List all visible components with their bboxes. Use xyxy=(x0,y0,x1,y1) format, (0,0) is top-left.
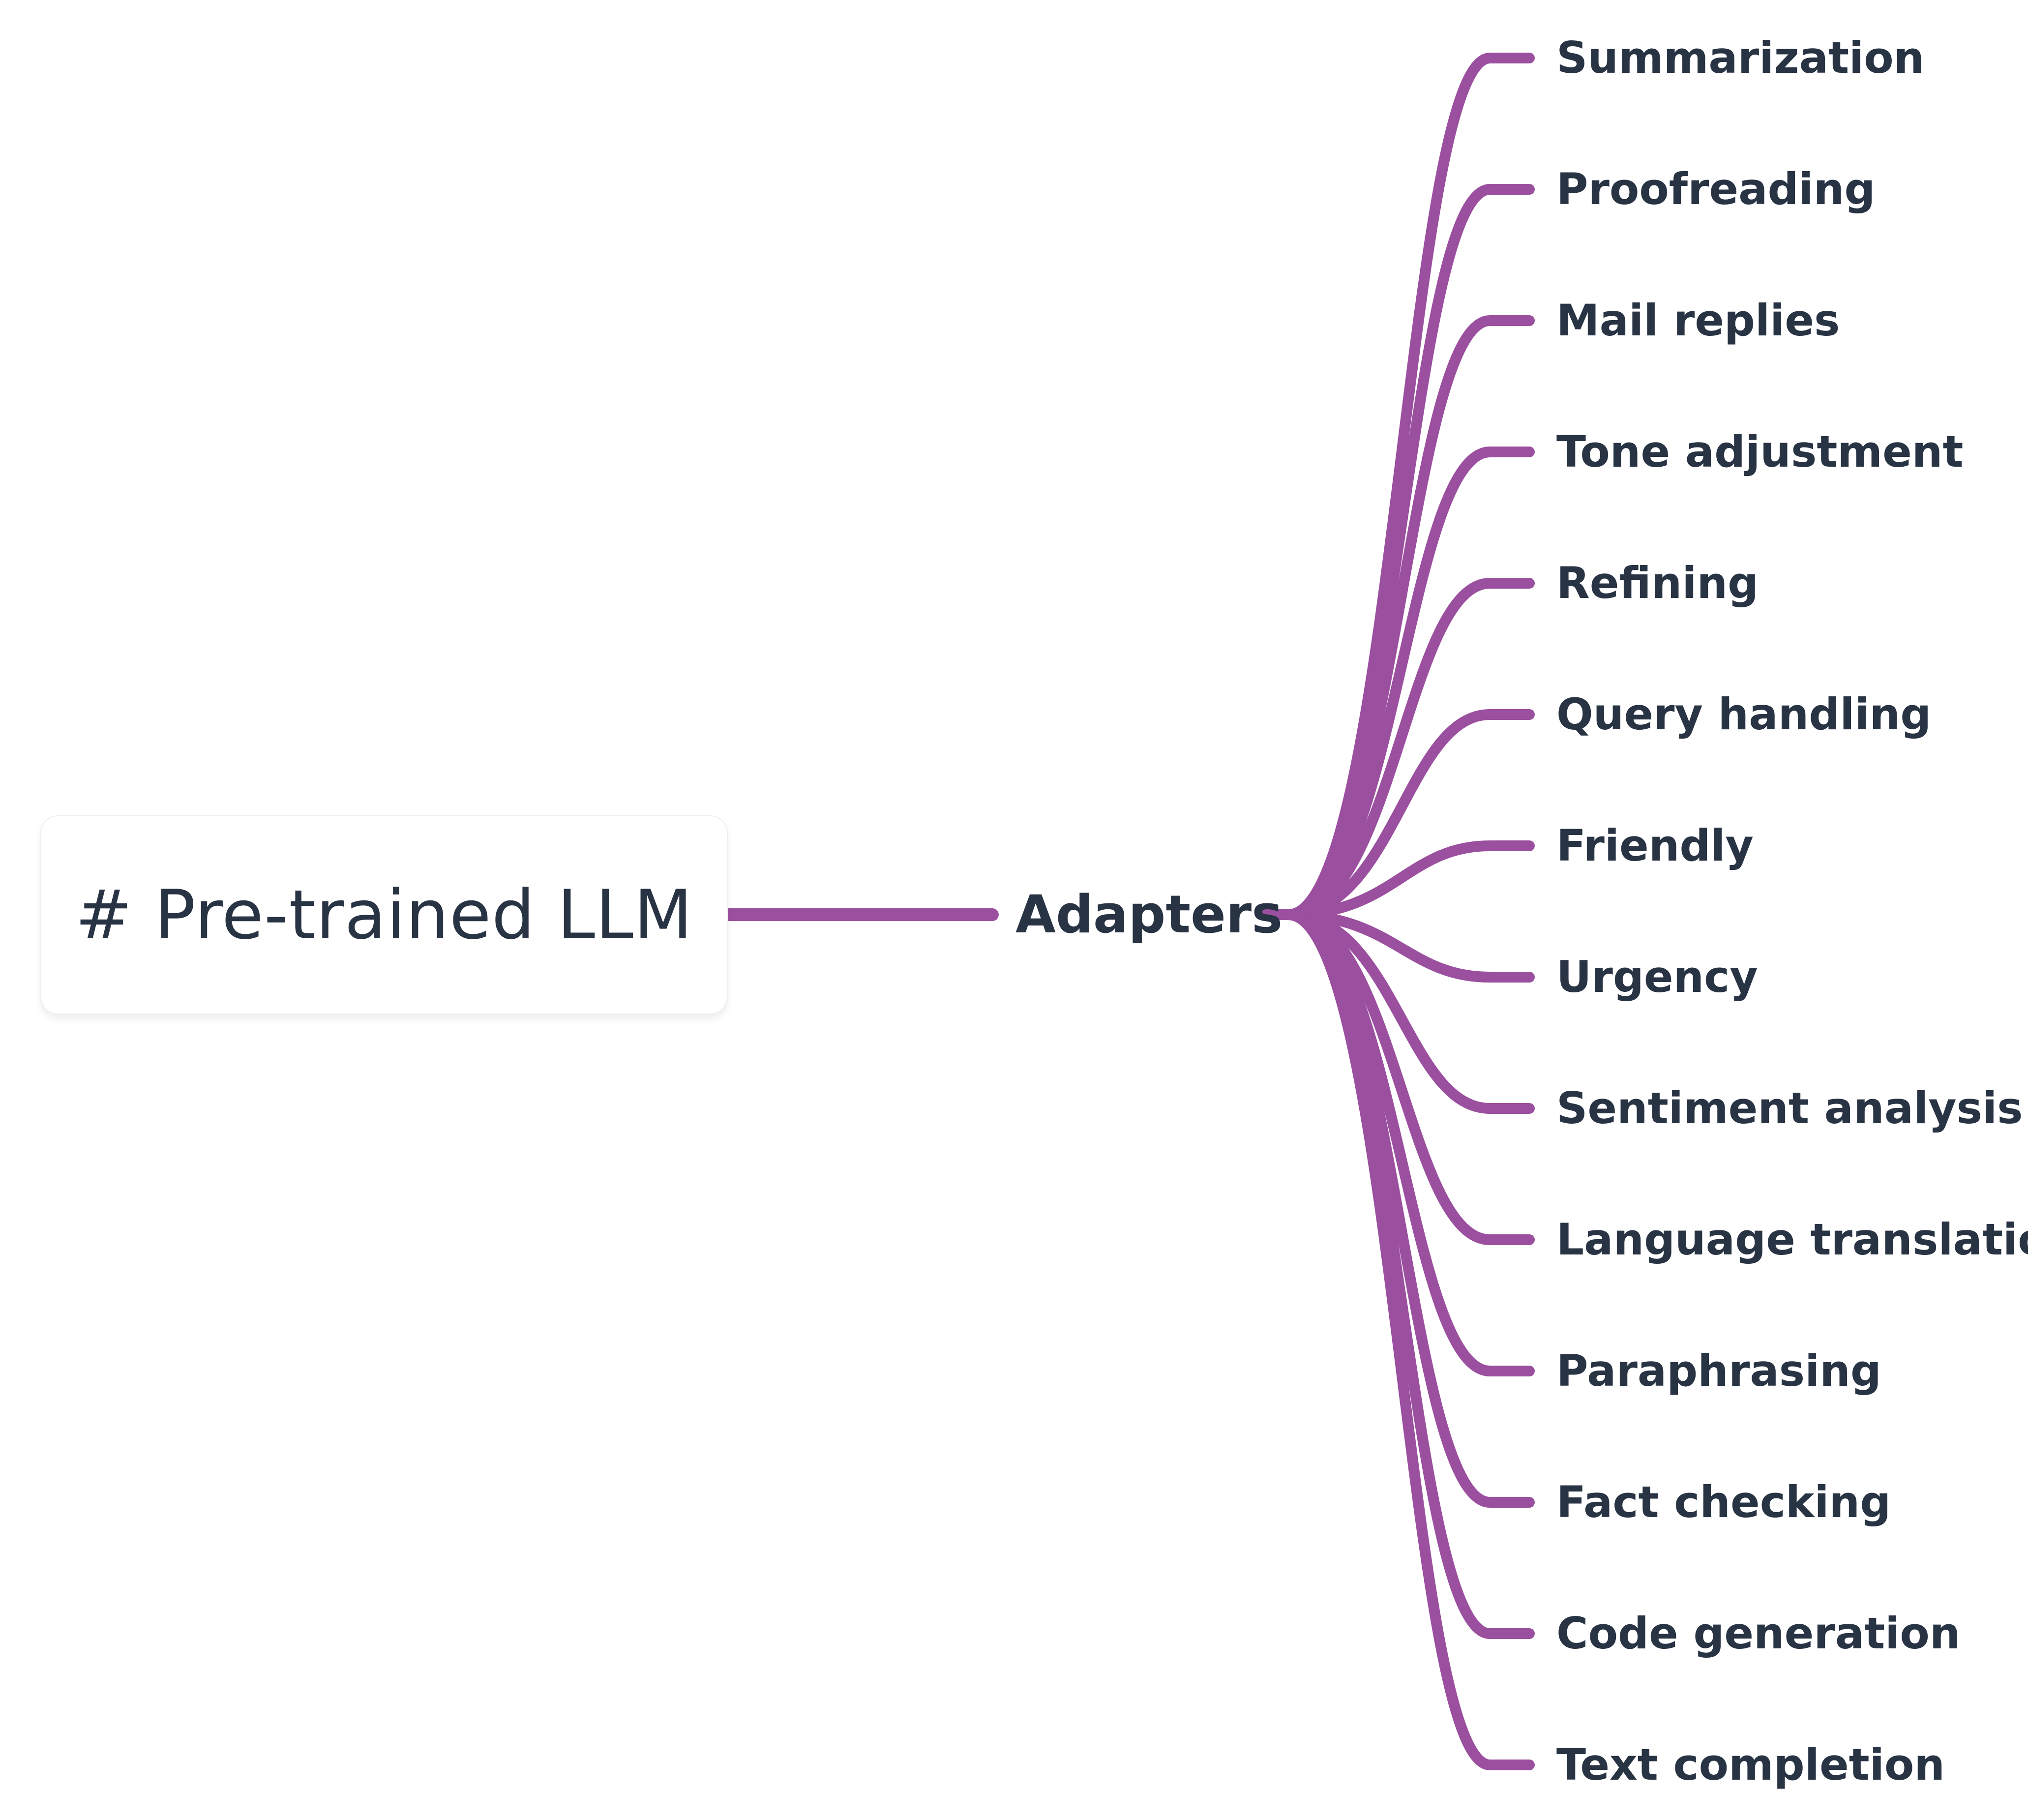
root-node-label: # Pre-trained LLM xyxy=(75,875,693,955)
leaf-node[interactable]: Fact checking xyxy=(1556,1477,1891,1527)
leaf-node[interactable]: Query handling xyxy=(1556,689,1932,740)
leaf-node[interactable]: Language translation xyxy=(1556,1214,2028,1265)
leaf-node[interactable]: Urgency xyxy=(1556,952,1758,1002)
leaf-connector xyxy=(1261,909,1535,1770)
leaf-node[interactable]: Code generation xyxy=(1556,1608,1961,1659)
leaf-node[interactable]: Refining xyxy=(1556,558,1759,608)
leaf-node[interactable]: Summarization xyxy=(1556,32,1925,83)
leaf-node[interactable]: Paraphrasing xyxy=(1556,1345,1881,1396)
leaf-node[interactable]: Friendly xyxy=(1556,820,1754,871)
leaf-connector xyxy=(1261,315,1535,920)
adapters-node[interactable]: Adapters xyxy=(1015,884,1283,945)
leaf-node[interactable]: Proofreading xyxy=(1556,164,1876,214)
leaf-connectors xyxy=(1261,53,1535,1770)
leaf-node[interactable]: Sentiment analysis xyxy=(1556,1083,2023,1134)
leaf-node[interactable]: Text completion xyxy=(1556,1739,1945,1790)
leaf-node[interactable]: Mail replies xyxy=(1556,295,1840,346)
root-node[interactable]: # Pre-trained LLM xyxy=(40,815,728,1014)
leaf-node[interactable]: Tone adjustment xyxy=(1556,426,1964,477)
